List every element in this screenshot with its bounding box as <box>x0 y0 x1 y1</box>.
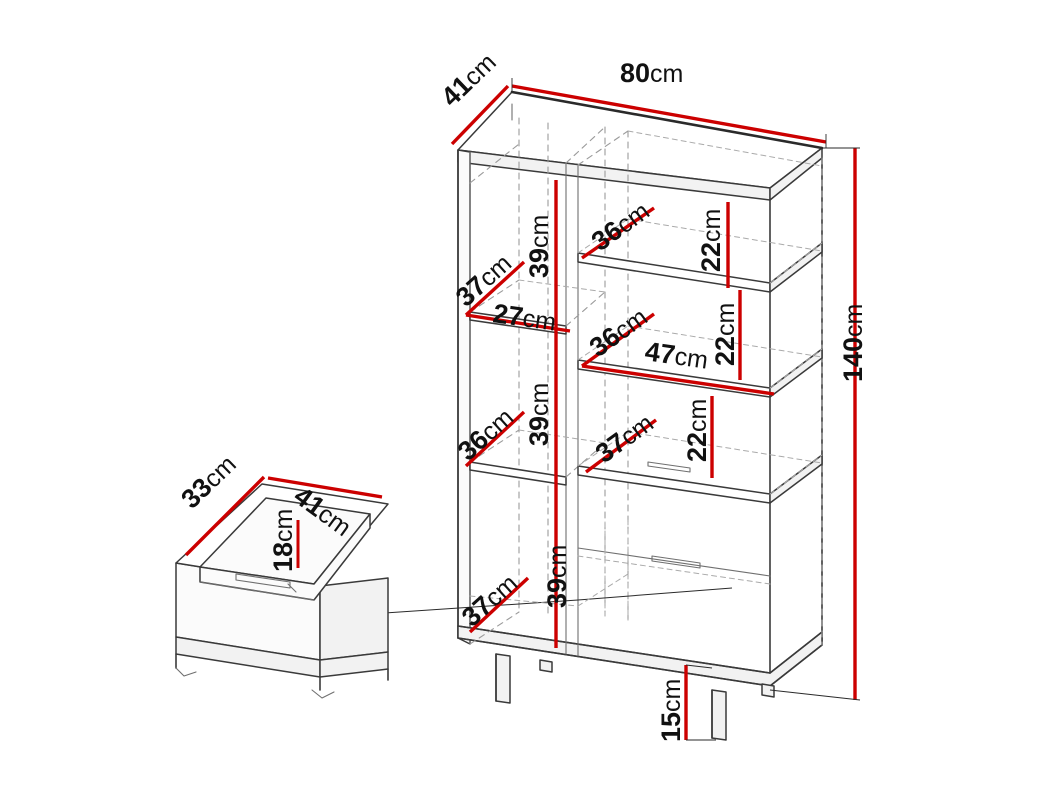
drawer-detail-illustration <box>175 483 389 699</box>
label-shelf3-height-22: 22cm <box>682 399 712 462</box>
label-left-height-39-upper: 39cm <box>524 215 554 278</box>
label-left-width-27: 27cm <box>491 298 558 337</box>
label-shelf1-height-22: 22cm <box>696 209 726 272</box>
cabinet-top-panel <box>457 90 824 201</box>
label-shelf2-height-22: 22cm <box>710 303 740 366</box>
cabinet-body <box>369 90 824 741</box>
label-width-80: 80cm <box>620 58 683 88</box>
cabinet-legs <box>495 653 775 741</box>
label-shelf2-width-47: 47cm <box>643 336 710 375</box>
label-leg-15: 15cm <box>656 679 686 742</box>
label-drawer-height-18: 18cm <box>268 509 298 572</box>
label-left-height-39-bottom: 39cm <box>542 545 572 608</box>
label-left-height-39-lower: 39cm <box>524 383 554 446</box>
cabinet-carcass <box>457 103 823 687</box>
dimension-lines <box>184 78 861 741</box>
cabinet-drawer-front <box>369 519 771 621</box>
label-height-140: 140cm <box>838 304 868 382</box>
